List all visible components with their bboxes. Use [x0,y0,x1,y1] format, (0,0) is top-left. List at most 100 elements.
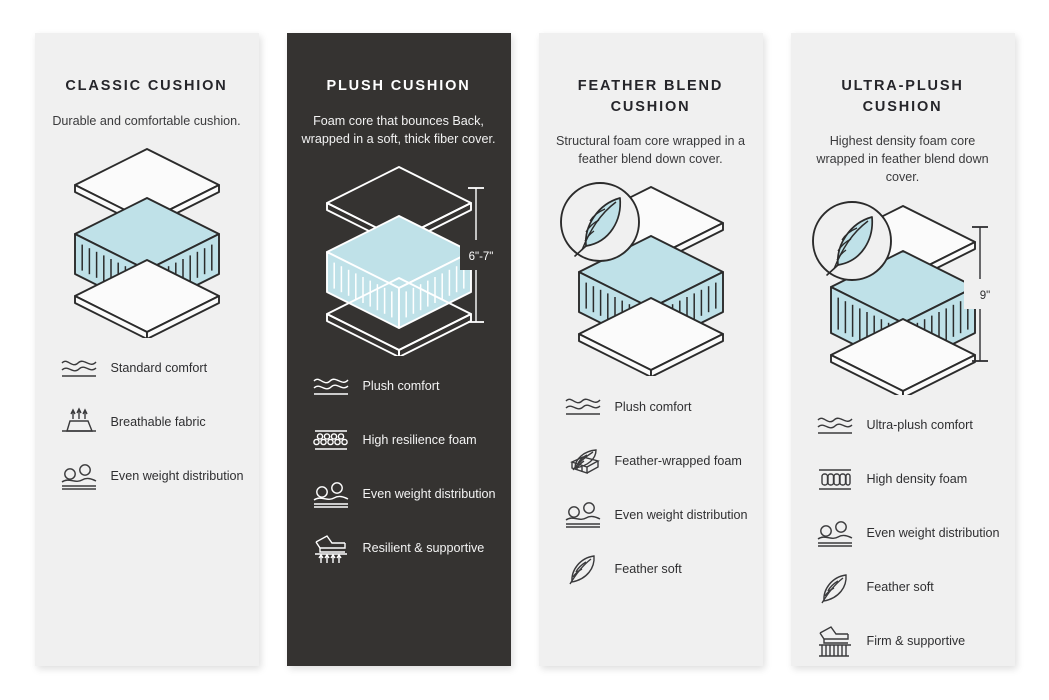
wave-comfort-icon [60,360,97,377]
panel-classic-cushion[interactable]: CLASSIC CUSHION Durable and comfortable c… [34,33,259,666]
feature-item: Ultra-plush comfort [815,409,1001,443]
bottom-cover-layer [73,258,220,338]
panel-description: Foam core that bounces Back, wrapped in … [301,113,496,146]
weight-distribution-icon [563,498,603,532]
panel-description: Durable and comfortable cushion. [52,113,241,128]
weight-distribution-icon [311,478,351,512]
panel-feather-blend-cushion[interactable]: FEATHER BLEND CUSHION Structural foam cor… [538,33,763,666]
resilient-support-icon [314,534,347,563]
cushion-exploded-diagram [811,200,976,395]
dimension-label: 9" [979,290,989,302]
dimension-indicator: 9" [963,225,1010,362]
feature-item: Even weight distribution [59,460,245,494]
feature-label: Even weight distribution [362,487,496,502]
wave-comfort-icon [563,390,603,424]
high-density-foam-icon [815,463,855,497]
feather-badge-icon [811,200,892,281]
wave-comfort-icon [816,417,853,434]
breathable-fabric-icon [59,406,99,440]
feature-label: Even weight distribution [614,507,748,522]
feature-list: Ultra-plush comfort High density foam Ev… [805,409,1001,679]
bottom-cover-layer [829,317,976,395]
panel-description: Highest density foam core wrapped in fea… [816,134,989,185]
feature-list: Standard comfort Breathable fabric Even … [49,352,245,514]
feature-label: Breathable fabric [110,415,206,430]
feature-item: Even weight distribution [563,498,749,532]
wave-comfort-icon [312,378,349,395]
diagram-area: 9" [800,195,1010,395]
feather-badge-icon [559,182,640,263]
breathable-fabric-icon [61,407,96,432]
feature-item: High density foam [815,463,1001,497]
feather-icon [563,552,603,586]
feature-label: High density foam [866,471,968,486]
foam-core-layer [325,214,472,329]
wave-comfort-icon [564,399,601,416]
feature-item: Even weight distribution [815,517,1001,551]
diagram-area [44,138,250,338]
weight-distribution-icon [61,463,96,490]
firm-support-icon [818,625,851,657]
feature-item: Feather-wrapped foam [563,444,749,478]
feature-label: Firm & supportive [866,633,966,648]
panel-title: PLUSH CUSHION [326,78,471,94]
feature-label: Resilient & supportive [362,541,485,556]
firm-support-icon [815,625,855,659]
feather-icon [820,573,847,603]
diagram-area: 6"-7" [296,156,506,356]
feature-item: Breathable fabric [59,406,245,440]
panel-title: FEATHER BLEND CUSHION [577,78,724,115]
feature-label: Feather soft [614,561,682,576]
feature-item: Even weight distribution [311,478,497,512]
dimension-indicator: 6"-7" [459,186,506,323]
feature-label: Plush comfort [362,379,440,394]
diagram-area [548,176,754,377]
bottom-cover-layer [325,276,472,356]
feature-label: Even weight distribution [866,525,1000,540]
wave-comfort-icon [311,370,351,404]
weight-distribution-icon [815,517,855,551]
feature-label: Feather soft [866,579,934,594]
panel-title: ULTRA-PLUSH CUSHION [841,78,964,115]
weight-distribution-icon [59,460,99,494]
panel-ultra-plush-cushion[interactable]: ULTRA-PLUSH CUSHION Highest density foam … [790,33,1015,666]
resilience-foam-icon [312,430,348,450]
panel-plush-cushion[interactable]: PLUSH CUSHION Foam core that bounces Back… [286,33,511,666]
feather-wrapped-foam-icon [563,444,603,478]
high-density-foam-icon [818,468,851,490]
resilient-support-icon [311,532,351,566]
cushion-exploded-diagram [325,165,472,356]
feature-item: Resilient & supportive [311,532,497,566]
cushion-exploded-diagram [559,182,724,377]
weight-distribution-icon [313,481,348,508]
wave-comfort-icon [59,352,99,386]
feature-label: High resilience foam [362,433,477,448]
weight-distribution-icon [817,520,852,547]
cushion-exploded-diagram [73,147,220,338]
feature-item: Standard comfort [59,352,245,386]
feature-item: Firm & supportive [815,625,1001,659]
feather-icon [815,571,855,605]
feature-label: Plush comfort [614,399,692,414]
feature-item: Feather soft [815,571,1001,605]
feature-item: Feather soft [563,552,749,586]
bottom-cover-layer [577,297,724,377]
panel-description: Structural foam core wrapped in a feathe… [556,134,745,167]
feather-icon [568,555,595,585]
feature-label: Feather-wrapped foam [614,453,742,468]
feature-item: Plush comfort [311,370,497,404]
feature-label: Ultra-plush comfort [866,417,973,432]
dimension-label: 6"-7" [468,251,493,263]
feature-list: Plush comfort High resilience foam Even … [301,370,497,586]
feature-label: Standard comfort [110,361,208,376]
panel-title: CLASSIC CUSHION [65,78,228,94]
wave-comfort-icon [815,409,855,443]
resilience-foam-icon [311,424,351,458]
feather-wrapped-foam-icon [569,449,600,475]
feature-item: Plush comfort [563,390,749,424]
weight-distribution-icon [565,502,600,529]
feature-item: High resilience foam [311,424,497,458]
feature-label: Even weight distribution [110,469,244,484]
